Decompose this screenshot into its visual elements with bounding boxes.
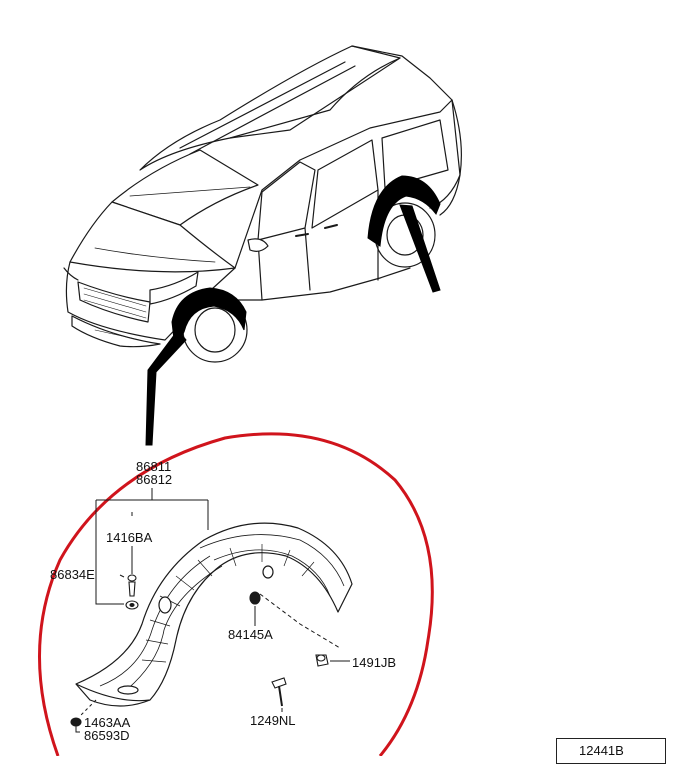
highlighted-fender-liners	[171, 175, 441, 350]
reference-code: 12441B	[579, 743, 624, 758]
part-label-1491JB: 1491JB	[352, 655, 397, 670]
part-label-86593D: 86593D	[84, 728, 130, 743]
part-label-86811: 86811	[136, 459, 172, 474]
callout-pointers	[145, 204, 441, 446]
part-label-1416BA: 1416BA	[106, 530, 153, 545]
van-illustration	[63, 45, 462, 363]
part-label-86812: 86812	[136, 472, 173, 487]
part-label-1463AA: 1463AA	[84, 715, 131, 730]
detail-callout-circle	[38, 432, 434, 756]
fender-liner-part	[75, 522, 353, 707]
fasteners	[70, 574, 329, 727]
part-label-86834E: 86834E	[50, 567, 95, 582]
reference-code-box: 12441B	[556, 738, 666, 764]
part-label-84145A: 84145A	[228, 627, 273, 642]
leader-lines	[75, 488, 350, 733]
part-label-1249NL: 1249NL	[250, 713, 296, 728]
